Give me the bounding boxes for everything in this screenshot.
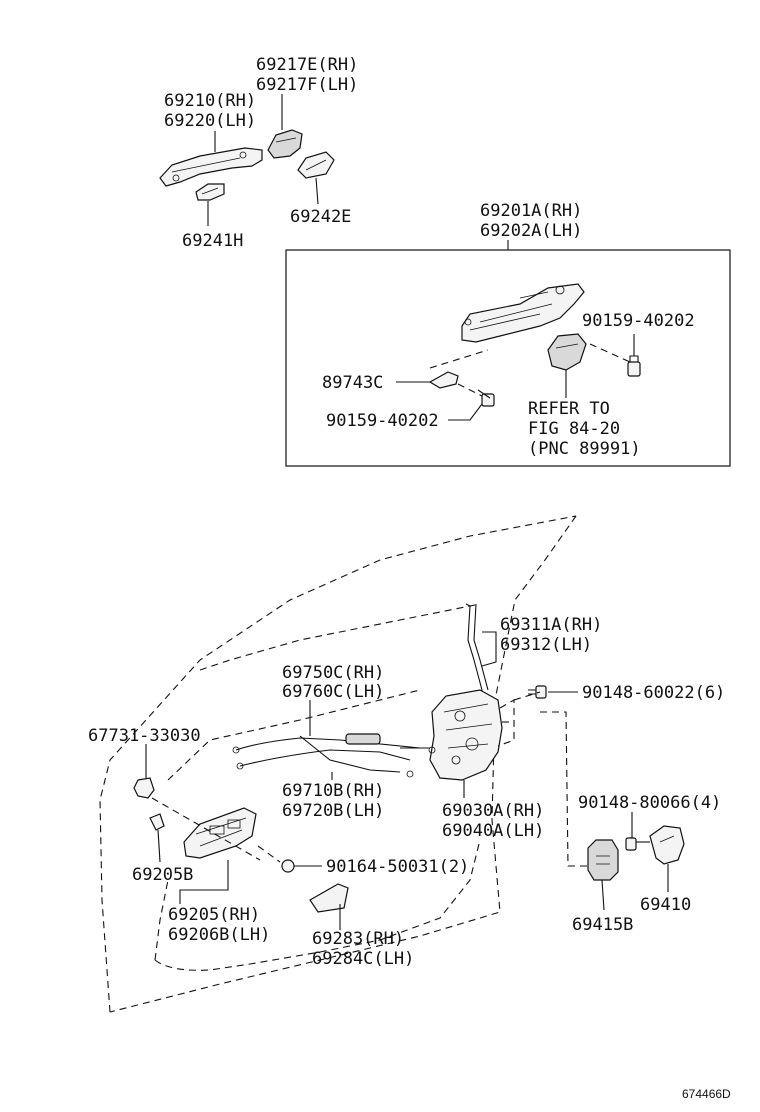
label-striker: 69410 bbox=[640, 895, 691, 915]
bolt-upper-part bbox=[627, 355, 641, 377]
screw-4-part bbox=[625, 837, 650, 851]
label-outside-handle-rh: 69210(RH) bbox=[164, 91, 256, 111]
label-outside-handle-lh: 69220(LH) bbox=[164, 111, 256, 131]
inside-handle-group bbox=[133, 744, 349, 930]
label-screw-4: 90148-80066(4) bbox=[578, 793, 721, 813]
frame-assembly-part bbox=[461, 283, 585, 343]
striker-part bbox=[649, 825, 685, 865]
sensor-module-part bbox=[547, 333, 587, 371]
label-pad-69241h: 69241H bbox=[182, 231, 243, 251]
label-screw-6: 90148-60022(6) bbox=[582, 683, 725, 703]
label-cable-rh: 69750C(RH) bbox=[282, 663, 384, 683]
label-lock-lh: 69040A(LH) bbox=[442, 821, 544, 841]
striker-plate-part bbox=[587, 839, 619, 881]
label-inside-handle-rh: 69205(RH) bbox=[168, 905, 260, 925]
label-refer-line1: REFER TO bbox=[528, 399, 610, 419]
clip-89743c-part bbox=[428, 371, 459, 389]
pad-69241h-part bbox=[195, 183, 225, 201]
bezel-69205b-part bbox=[149, 813, 165, 863]
label-rod-lh: 69312(LH) bbox=[500, 635, 592, 655]
label-bezel-69205b: 69205B bbox=[132, 865, 193, 885]
clamp-67731-part bbox=[133, 744, 155, 799]
label-cable-lh: 69760C(LH) bbox=[282, 682, 384, 702]
inside-handle-part bbox=[183, 807, 257, 859]
label-cover-rh: 69283(RH) bbox=[312, 929, 404, 949]
bolt-lower-part bbox=[477, 389, 495, 407]
label-refer-line3: (PNC 89991) bbox=[528, 439, 641, 459]
inner-cover-part bbox=[309, 883, 349, 913]
label-pad-69242e: 69242E bbox=[290, 207, 351, 227]
door-lock-part bbox=[429, 689, 503, 781]
label-cable-lower-lh: 69720B(LH) bbox=[282, 801, 384, 821]
figure-id: 674466D bbox=[682, 1087, 731, 1101]
door-lock-group bbox=[232, 603, 590, 867]
outside-handle-group bbox=[159, 94, 335, 226]
handle-cover-part bbox=[267, 129, 303, 159]
label-handle-cover-rh: 69217E(RH) bbox=[256, 55, 358, 75]
label-clip-89743c: 89743C bbox=[322, 373, 383, 393]
label-clamp-67731: 67731-33030 bbox=[88, 726, 201, 746]
label-screw-2: 90164-50031(2) bbox=[326, 857, 469, 877]
outside-handle-part bbox=[159, 147, 263, 187]
screw-2-part bbox=[281, 859, 295, 873]
label-inside-handle-lh: 69206B(LH) bbox=[168, 925, 270, 945]
screw-6-part bbox=[528, 685, 547, 699]
label-bolt-lower: 90159-40202 bbox=[326, 411, 439, 431]
striker-group bbox=[587, 812, 685, 911]
label-handle-cover-lh: 69217F(LH) bbox=[256, 75, 358, 95]
frame-box-group bbox=[285, 240, 731, 467]
label-refer-line2: FIG 84-20 bbox=[528, 419, 620, 439]
label-lock-rh: 69030A(RH) bbox=[442, 801, 544, 821]
label-cable-lower-rh: 69710B(RH) bbox=[282, 781, 384, 801]
frame-box-outline bbox=[285, 249, 731, 467]
labels-group: 69217E(RH) 69217F(LH) 69210(RH) 69220(LH… bbox=[88, 55, 731, 1101]
label-cover-lh: 69284C(LH) bbox=[312, 949, 414, 969]
label-frame-rh: 69201A(RH) bbox=[480, 201, 582, 221]
label-frame-lh: 69202A(LH) bbox=[480, 221, 582, 241]
label-striker-plate: 69415B bbox=[572, 915, 633, 935]
label-bolt-upper: 90159-40202 bbox=[582, 311, 695, 331]
cable-assembly-part bbox=[235, 737, 421, 751]
door-outline-group bbox=[99, 515, 577, 1013]
label-rod-rh: 69311A(RH) bbox=[500, 615, 602, 635]
